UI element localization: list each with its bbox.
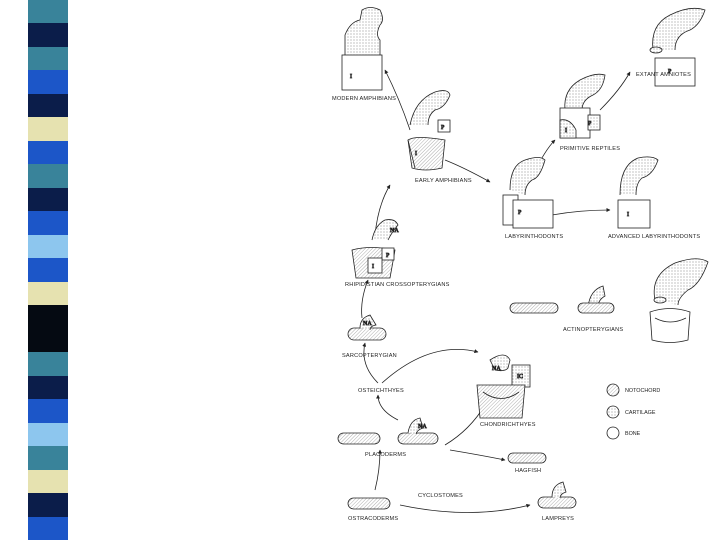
- placo-part-na: NA: [418, 424, 427, 430]
- arrow-sarcopterygian-to-rhipidistian: [361, 279, 369, 319]
- arrow-primitive-reptiles-to-extant-amniotes: [599, 71, 631, 111]
- label-labyrinthodonts: LABYRINTHODONTS: [505, 234, 563, 240]
- early-amphibians-vertebra: I P: [407, 90, 451, 171]
- modern-part-i: I: [350, 74, 352, 80]
- stripe-block: [28, 0, 68, 24]
- stripe-block: [28, 187, 68, 212]
- label-cyclostomes: CYCLOSTOMES: [418, 493, 463, 499]
- arrow-early-amphibians-to-labyrinthodonts: [444, 159, 491, 183]
- label-actinopterygians: ACTINOPTERYGIANS: [563, 327, 623, 333]
- labyrinthodonts-vertebra: P: [502, 157, 554, 229]
- label-chondrichthyes: CHONDRICHTHYES: [480, 422, 536, 428]
- legend-bone: BONE: [625, 431, 641, 437]
- stripe-block: [28, 117, 68, 142]
- hagfish-notochord: [507, 452, 547, 464]
- decorative-stripe-bar: [28, 0, 68, 540]
- modern-amphibians-vertebra: I: [341, 7, 383, 91]
- stripe-block: [28, 281, 68, 306]
- sarcopterygian-vertebra: NA: [347, 314, 387, 341]
- stripe-block: [28, 493, 68, 517]
- early-part-p: P: [441, 125, 445, 131]
- arrow-placoderms-to-osteichthyes: [376, 394, 399, 421]
- placoderm-vertebrae: NA: [337, 417, 439, 445]
- stripe-block: [28, 399, 68, 424]
- stripe-block: [28, 23, 68, 48]
- arrows: [361, 69, 631, 513]
- stripe-block: [28, 46, 68, 71]
- label-modern-amphibians: MODERN AMPHIBIANS: [332, 96, 396, 102]
- legend-notochord-swatch: [606, 383, 620, 397]
- stripe-block: [28, 164, 68, 189]
- stripe-block: [28, 211, 68, 236]
- sarco-part-na: NA: [363, 321, 372, 327]
- rhipid-part-i: I: [372, 264, 374, 270]
- label-ostracoderms: OSTRACODERMS: [348, 516, 398, 522]
- arrow-ostracoderms-to-placoderms: [374, 449, 382, 491]
- rhipid-part-p: P: [386, 253, 390, 259]
- primitive-part-p: P: [588, 121, 592, 127]
- actinopterygian-vertebrae: [509, 258, 709, 343]
- legend-notochord: NOTOCHORD: [625, 388, 660, 394]
- label-sarcopterygian: SARCOPTERYGIAN: [342, 353, 397, 359]
- rhipid-part-na: NA: [390, 228, 399, 234]
- legend-cartilage-swatch: [606, 405, 620, 419]
- stripe-block: [28, 258, 68, 283]
- stripe-block: [28, 446, 68, 471]
- arrow-ostracoderms-to-lampreys: [399, 503, 531, 513]
- primitive-reptiles-vertebra: I P: [559, 73, 606, 139]
- stripe-block: [28, 516, 68, 540]
- stripe-block: [28, 70, 68, 95]
- label-lampreys: LAMPREYS: [542, 516, 574, 522]
- label-primitive-reptiles: PRIMITIVE REPTILES: [560, 146, 620, 152]
- stripe-block: [28, 352, 68, 377]
- stripe-block: [28, 140, 68, 165]
- legend-bone-swatch: [606, 426, 620, 440]
- early-part-i: I: [415, 151, 417, 157]
- legend-cartilage: CARTILAGE: [625, 410, 656, 416]
- label-placoderms: PLACODERMS: [365, 452, 406, 458]
- extant-part-p: P: [668, 69, 672, 75]
- lamprey-vertebra: [537, 481, 577, 509]
- rhipidistian-vertebra: NA P I: [351, 219, 400, 279]
- label-osteichthyes: OSTEICHTHYES: [358, 388, 404, 394]
- label-hagfish: HAGFISH: [515, 468, 541, 474]
- legend: NOTOCHORD CARTILAGE BONE: [606, 383, 660, 440]
- arrow-osteichthyes-to-actinopterygians: [381, 349, 479, 384]
- stripe-block: [28, 328, 68, 353]
- arrow-osteichthyes-to-sarcopterygian: [362, 342, 379, 384]
- arrow-early-to-modern-amphibians: [384, 69, 411, 131]
- stripe-block: [28, 305, 68, 330]
- label-early-amphibians: EARLY AMPHIBIANS: [415, 178, 472, 184]
- chondrichthyes-vertebra: NA IC: [476, 354, 531, 419]
- stripe-block: [28, 234, 68, 259]
- primitive-part-i: I: [565, 128, 567, 134]
- stripe-block: [28, 469, 68, 494]
- ostracoderm-notochord: [347, 497, 391, 510]
- vertebrae-evolution-diagram: I MODERN AMPHIBIANS P EXTANT AMNIOTES I …: [332, 7, 709, 522]
- label-extant-amniotes: EXTANT AMNIOTES: [636, 72, 691, 78]
- advanced-labyrinthodonts-vertebra: I: [617, 156, 659, 229]
- arrow-placoderms-to-hagfish: [449, 449, 506, 462]
- labyrinth-part-p: P: [518, 210, 522, 216]
- extant-amniotes-vertebra: P: [649, 7, 706, 87]
- label-advanced-labyrinthodonts: ADVANCED LABYRINTHODONTS: [608, 234, 700, 240]
- chondri-part-na: NA: [492, 366, 501, 372]
- advanced-part-i: I: [627, 212, 629, 218]
- stripe-block: [28, 375, 68, 400]
- label-rhipidistian: RHIPIDISTIAN CROSSOPTERYGIANS: [345, 282, 450, 288]
- stripe-block: [28, 93, 68, 118]
- arrow-labyrinthodonts-to-advanced: [551, 208, 611, 216]
- stripe-block: [28, 422, 68, 447]
- chondri-part-ic: IC: [517, 374, 523, 380]
